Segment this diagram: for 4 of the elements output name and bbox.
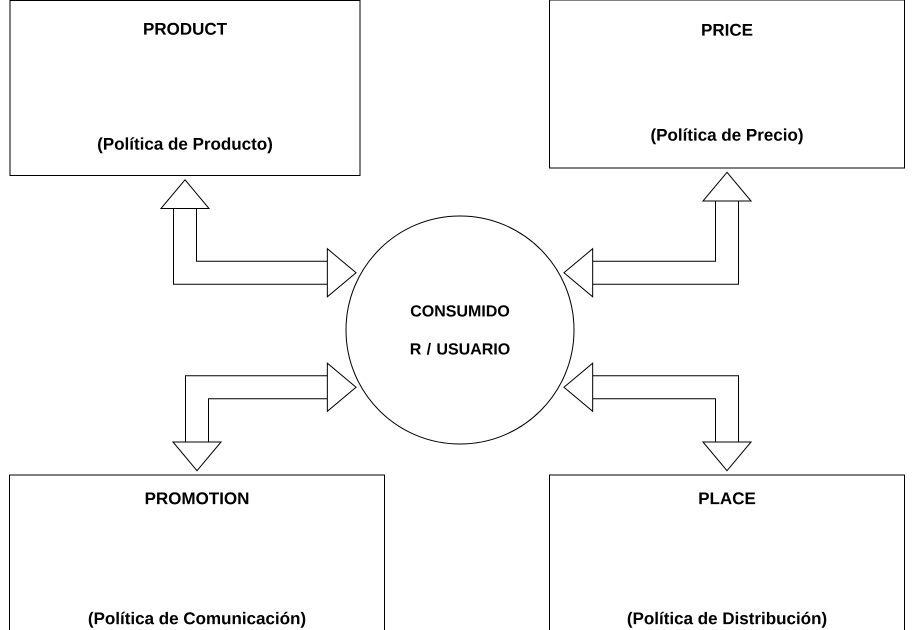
text-box: PRICE (Política de Precio) (549, 0, 905, 168)
text-box: PLACE (Política de Distribución) (549, 474, 905, 630)
text-box: PROMOTION (Política de Comunicación) (9, 474, 385, 630)
text-box: PRODUCT (Política de Producto) (10, 0, 360, 176)
